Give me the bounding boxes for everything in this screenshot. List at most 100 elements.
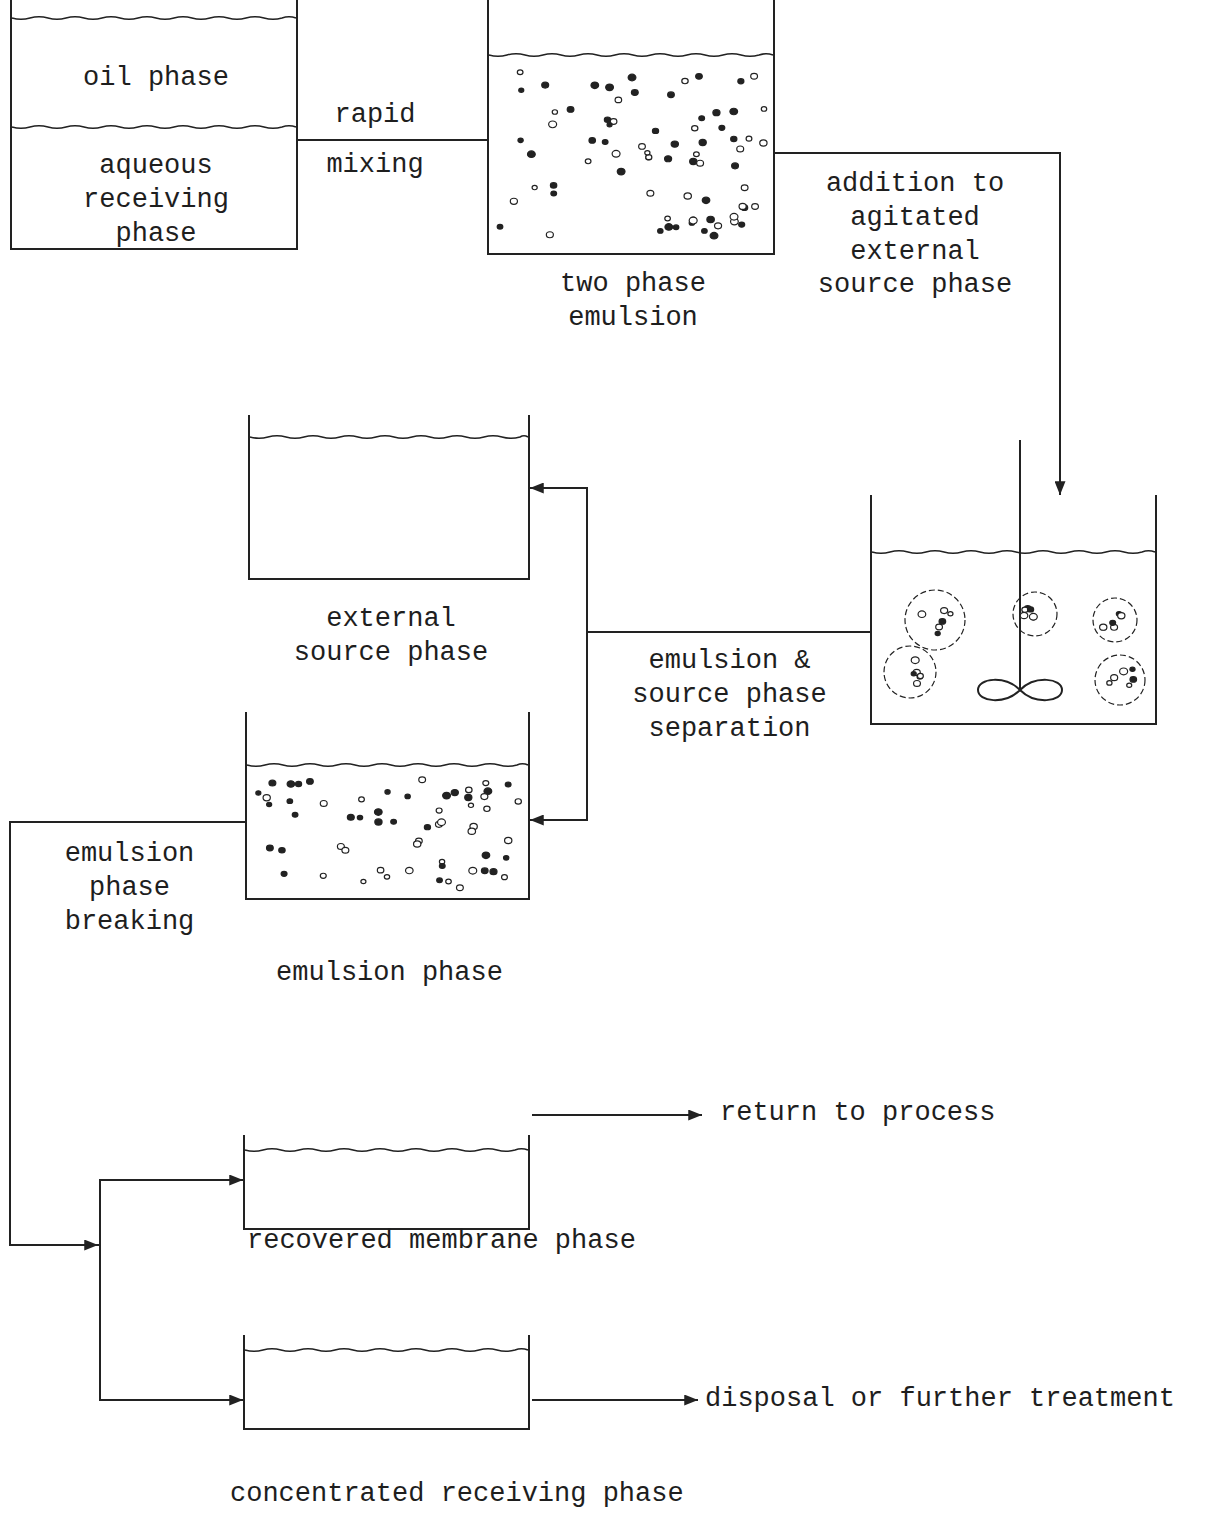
droplet [665, 224, 673, 231]
droplet [1130, 677, 1137, 683]
droplet [741, 185, 748, 191]
droplet [682, 78, 688, 83]
agitated-tank [870, 495, 1157, 725]
droplet [446, 879, 452, 884]
droplet [490, 869, 497, 875]
droplet [604, 117, 610, 122]
droplet [456, 885, 463, 891]
droplet [527, 151, 535, 158]
droplet [713, 110, 720, 116]
droplet [451, 790, 458, 796]
droplet [505, 782, 511, 787]
emulsion-tank: two phase emulsion [487, 0, 775, 255]
droplet [737, 146, 744, 152]
flow-line [775, 153, 1060, 495]
phase-label: recovered membrane phase [247, 1225, 687, 1259]
droplet [746, 136, 752, 141]
droplet [760, 140, 767, 146]
droplet [269, 780, 276, 786]
droplet [320, 873, 326, 878]
droplet [585, 159, 591, 164]
droplet [941, 608, 948, 614]
droplet [739, 203, 746, 209]
droplet [1107, 681, 1112, 685]
droplet [730, 213, 738, 220]
droplet [1100, 624, 1107, 630]
droplet [710, 232, 718, 239]
droplet [731, 136, 737, 141]
droplet [639, 144, 646, 150]
droplet [481, 794, 488, 800]
emulsion-globule [905, 590, 965, 650]
droplet [684, 193, 691, 199]
droplet [617, 168, 625, 175]
droplet [307, 779, 314, 785]
droplet [702, 229, 708, 234]
droplet [696, 74, 703, 80]
droplet [911, 672, 916, 676]
droplet [730, 108, 738, 115]
droplet [295, 781, 301, 786]
liquid-surface [247, 764, 528, 767]
droplet [504, 856, 509, 861]
droplet [347, 814, 354, 820]
droplet [1030, 614, 1037, 620]
droplet [292, 812, 298, 817]
droplet [424, 825, 430, 830]
membrane-phase-tank: recovered membrane phase [243, 1135, 530, 1230]
flow-line [530, 488, 870, 632]
droplet [484, 806, 490, 811]
droplet [1020, 612, 1028, 618]
droplet [1120, 668, 1128, 675]
flow-line [530, 632, 870, 820]
droplet [697, 160, 704, 166]
droplet [281, 871, 287, 876]
liquid-surface [489, 54, 773, 57]
mixing-tank: oil phaseaqueous receiving phase [10, 0, 298, 250]
phase-label: concentrated receiving phase [230, 1478, 730, 1512]
outflow-arrow [532, 1399, 698, 1401]
droplet [665, 216, 671, 221]
droplet [914, 680, 921, 686]
droplet [692, 126, 698, 131]
droplet [936, 624, 943, 630]
liquid-surface [12, 17, 296, 20]
droplet [482, 852, 490, 858]
droplet [438, 819, 446, 826]
droplet [515, 799, 521, 804]
droplet [948, 612, 953, 616]
droplet [361, 879, 366, 883]
droplet [550, 183, 556, 188]
impeller-blade [978, 680, 1062, 700]
droplet [591, 82, 599, 89]
droplet [646, 155, 652, 160]
phase-label: emulsion phase [247, 957, 532, 991]
liquid-surface [245, 1149, 528, 1152]
droplet [917, 674, 923, 679]
flow-line [298, 139, 487, 141]
outflow-arrow [532, 1114, 702, 1116]
emulsion-globule [1013, 592, 1057, 636]
phase-label: aqueous receiving phase [56, 150, 256, 251]
droplet [707, 216, 714, 222]
droplet [357, 815, 362, 820]
step-label: rapid mixing [320, 90, 430, 190]
droplet [652, 128, 658, 133]
outlet-note: return to process [720, 1097, 995, 1131]
droplet [738, 79, 744, 84]
droplet [751, 73, 758, 79]
droplet [436, 808, 442, 813]
droplet [465, 794, 472, 800]
liquid-surface [245, 1349, 528, 1352]
impeller-shaft [1019, 440, 1021, 690]
droplet [359, 797, 365, 802]
droplet [1110, 620, 1116, 625]
emulsion-globule [884, 646, 936, 698]
droplet [939, 619, 946, 625]
droplet [699, 139, 706, 145]
droplet [374, 809, 382, 815]
droplet [505, 837, 512, 843]
droplet [406, 867, 414, 873]
droplet [391, 819, 397, 824]
